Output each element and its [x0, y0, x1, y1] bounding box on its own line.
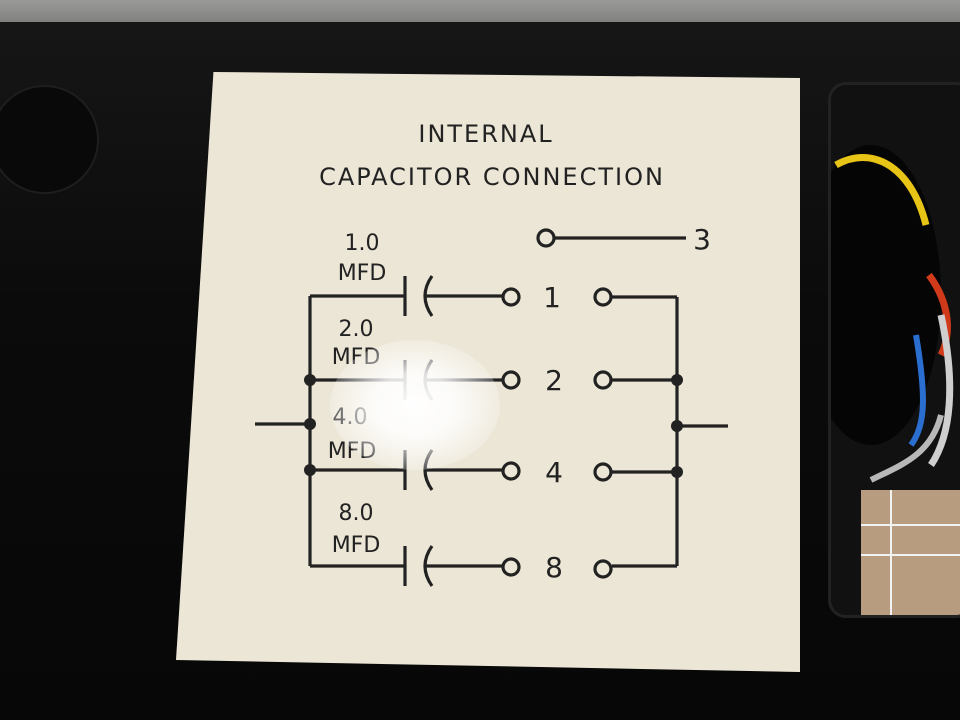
cap-1-value: 1.0	[345, 231, 380, 256]
terminal-3-post	[536, 228, 556, 248]
cap-8-unit: MFD	[332, 533, 381, 558]
terminal-8-label: 8	[545, 551, 563, 584]
cap-8-value: 8.0	[339, 501, 374, 526]
junction-dot	[304, 464, 316, 476]
blue-wire	[908, 334, 926, 447]
cap-2-value: 2.0	[339, 317, 374, 342]
capacitor-label: INTERNAL CAPACITOR CONNECTION	[176, 72, 800, 672]
label-title-line2: CAPACITOR CONNECTION	[319, 163, 665, 191]
terminal-4-label: 4	[545, 456, 563, 489]
internal-wiring	[831, 145, 960, 615]
capacitor-4	[310, 449, 613, 491]
mounting-hole	[0, 85, 99, 194]
gray-wire-2	[869, 414, 944, 483]
cap-4-value: 4.0	[333, 405, 368, 430]
junction-dot	[671, 466, 683, 478]
terminal-1-label: 1	[543, 281, 561, 314]
capacitor-8	[310, 545, 613, 587]
gray-wire	[928, 314, 954, 467]
cap-4-unit: MFD	[328, 439, 377, 464]
junction-dot	[304, 418, 316, 430]
terminal-2-label: 2	[545, 364, 563, 397]
background-wall	[0, 0, 960, 26]
junction-dot	[671, 420, 683, 432]
yellow-wire	[834, 154, 930, 226]
junction-dot	[304, 374, 316, 386]
label-title-line1: INTERNAL	[418, 120, 553, 148]
cap-1-unit: MFD	[338, 261, 387, 286]
capacitor-1	[310, 275, 613, 317]
wiring-diagram: INTERNAL CAPACITOR CONNECTION	[255, 120, 728, 587]
junction-dot	[671, 374, 683, 386]
terminal-3-label: 3	[693, 223, 711, 256]
cap-2-unit: MFD	[332, 345, 381, 370]
side-window	[828, 82, 960, 618]
